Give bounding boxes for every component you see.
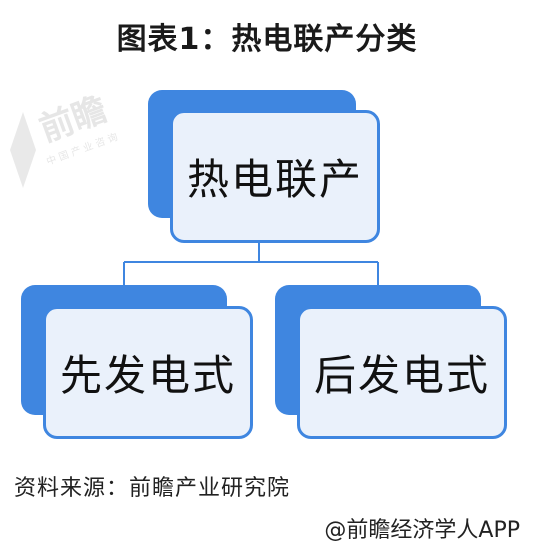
- right-node: 后发电式: [297, 306, 507, 439]
- watermark-logo: 前瞻 中国产业咨询: [8, 89, 158, 212]
- diagram-title: 图表1：热电联产分类: [116, 22, 418, 57]
- root-node-label: 热电联产: [186, 155, 363, 204]
- left-node-label: 先发电式: [59, 351, 236, 400]
- right-node-label: 后发电式: [313, 351, 490, 400]
- source-note: 资料来源：前瞻产业研究院: [14, 476, 291, 501]
- left-node: 先发电式: [43, 306, 253, 439]
- root-node: 热电联产: [170, 110, 380, 243]
- credit-note: @前瞻经济学人APP: [324, 518, 520, 543]
- logo-icon: [10, 112, 36, 188]
